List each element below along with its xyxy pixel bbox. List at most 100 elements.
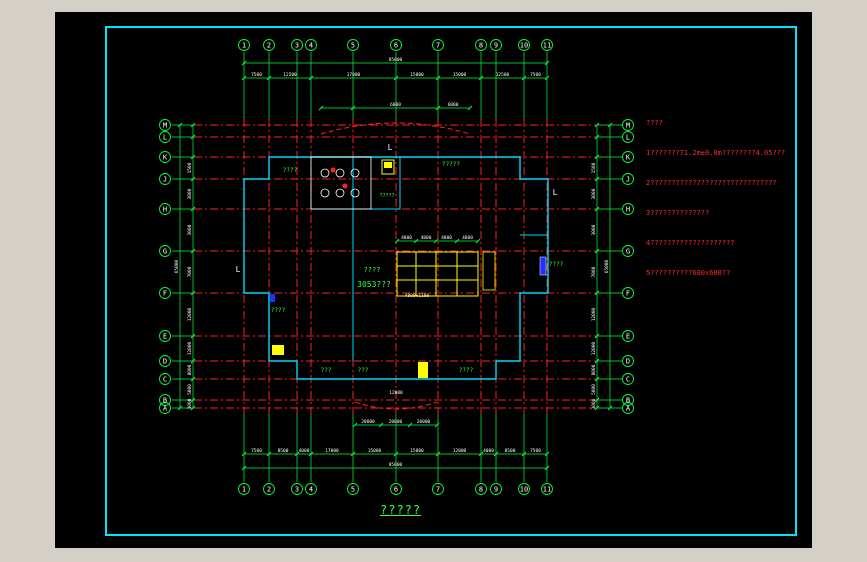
axis-label: L	[163, 134, 167, 142]
axis-label: 10	[520, 42, 528, 50]
dimension-tick	[394, 238, 400, 244]
dimension-tick	[594, 358, 600, 364]
axis-label: G	[163, 248, 167, 256]
dimension-tick	[350, 105, 356, 111]
axis-bubble	[238, 483, 250, 495]
axis-bubble	[475, 39, 487, 51]
dimension-chain-bottom: 7500	[530, 448, 541, 454]
dimension-chain-bottom: 15000	[410, 448, 424, 454]
axis-label: 9	[494, 42, 498, 50]
axis-label: 9	[494, 486, 498, 494]
canopy-arc-bottom	[354, 401, 438, 410]
dimension-chain-left: 8000	[187, 364, 193, 375]
kitchen-block	[310, 156, 372, 210]
axis-bubble	[159, 355, 171, 367]
axis-label: C	[626, 376, 630, 384]
axis-label: F	[626, 290, 630, 298]
axis-bubble	[159, 330, 171, 342]
dimension-chain-right: 12000	[591, 341, 597, 355]
dimension-tick	[190, 333, 196, 339]
stove-burner	[350, 168, 360, 178]
section-mark: L	[236, 265, 241, 274]
dimension-chain-bottom: 8500	[278, 448, 289, 454]
dimension-tick	[521, 451, 527, 457]
stove-burner	[320, 168, 330, 178]
drawing-title: ?????	[380, 503, 422, 517]
fixture-yellow	[381, 159, 395, 175]
dimension-tick	[435, 105, 441, 111]
dimension-inner-mid: 4800	[421, 235, 432, 241]
design-notes: ???? 1???????71.2m±0.0m????????4.05??? 2…	[646, 98, 856, 298]
dimension-tick	[594, 122, 600, 128]
dimension-tick	[594, 248, 600, 254]
dimension-tick	[190, 290, 196, 296]
dimension-chain-left: 3000	[187, 224, 193, 235]
dimension-total-right: 65000	[604, 259, 610, 273]
axis-bubble	[490, 39, 502, 51]
axis-label: K	[626, 154, 631, 162]
dimension-tick	[413, 238, 419, 244]
axis-bubble	[622, 355, 634, 367]
axis-label: 7	[436, 486, 440, 494]
axis-label: 6	[394, 486, 398, 494]
dimension-tick	[544, 75, 550, 81]
room-label: ???	[321, 367, 332, 374]
equipment-marker	[342, 183, 348, 189]
dimension-chain-bottom: 7500	[251, 448, 262, 454]
axis-bubble	[541, 39, 553, 51]
axis-bubble	[390, 39, 402, 51]
fixture-blue	[270, 294, 275, 302]
dimension-tick	[544, 451, 550, 457]
axis-bubble	[622, 245, 634, 257]
axis-label: M	[626, 122, 630, 130]
dimension-tick	[190, 248, 196, 254]
room-label: ????	[459, 367, 474, 374]
canopy-arc-top	[320, 122, 471, 135]
dimension-inner-mid: 4800	[401, 235, 412, 241]
room-label: ????	[283, 167, 298, 174]
dimension-chain-left: 7000	[187, 266, 193, 277]
dimension-tick	[190, 358, 196, 364]
dimension-chain-top: 15000	[453, 72, 467, 78]
dimension-chain-top: 7500	[530, 72, 541, 78]
dimension-chain-left: 3000	[187, 188, 193, 199]
axis-bubble	[159, 151, 171, 163]
dimension-tick	[190, 376, 196, 382]
section-mark: L	[553, 188, 558, 197]
axis-label: 3	[295, 486, 299, 494]
dimension-tick	[433, 238, 439, 244]
section-mark: L	[388, 143, 393, 152]
axis-bubble	[475, 483, 487, 495]
dimension-tick	[467, 105, 473, 111]
note-line: 4????????????????????	[646, 239, 735, 247]
axis-label: J	[163, 176, 167, 184]
dimension-tick	[190, 176, 196, 182]
dimension-chain-bottom: 4000	[299, 448, 310, 454]
axis-label: 4	[309, 486, 313, 494]
dimension-tick	[241, 465, 247, 471]
axis-bubble	[263, 483, 275, 495]
axis-label: 2	[267, 486, 271, 494]
axis-label: D	[163, 358, 167, 366]
axis-bubble	[518, 39, 530, 51]
dimension-chain-left: 5000	[187, 384, 193, 395]
axis-label: C	[163, 376, 167, 384]
axis-label: M	[163, 122, 167, 130]
dimension-chain-right: 3000	[591, 224, 597, 235]
axis-label: 3	[295, 42, 299, 50]
axis-bubble	[432, 39, 444, 51]
dimension-chain-bottom: 15000	[368, 448, 382, 454]
axis-label: E	[163, 333, 167, 341]
axis-bubble	[263, 39, 275, 51]
dimension-chain-bottom: 17000	[325, 448, 339, 454]
dimension-tick	[594, 176, 600, 182]
note-line: 3??????????????	[646, 209, 710, 217]
room-label: 3053???	[357, 280, 391, 289]
axis-bubble	[622, 330, 634, 342]
exterior-wall	[243, 156, 549, 380]
dimension-tick	[241, 75, 247, 81]
dimension-tick	[594, 206, 600, 212]
axis-bubble	[159, 173, 171, 185]
dimension-tick	[607, 405, 613, 411]
room-label: ????	[364, 266, 381, 274]
